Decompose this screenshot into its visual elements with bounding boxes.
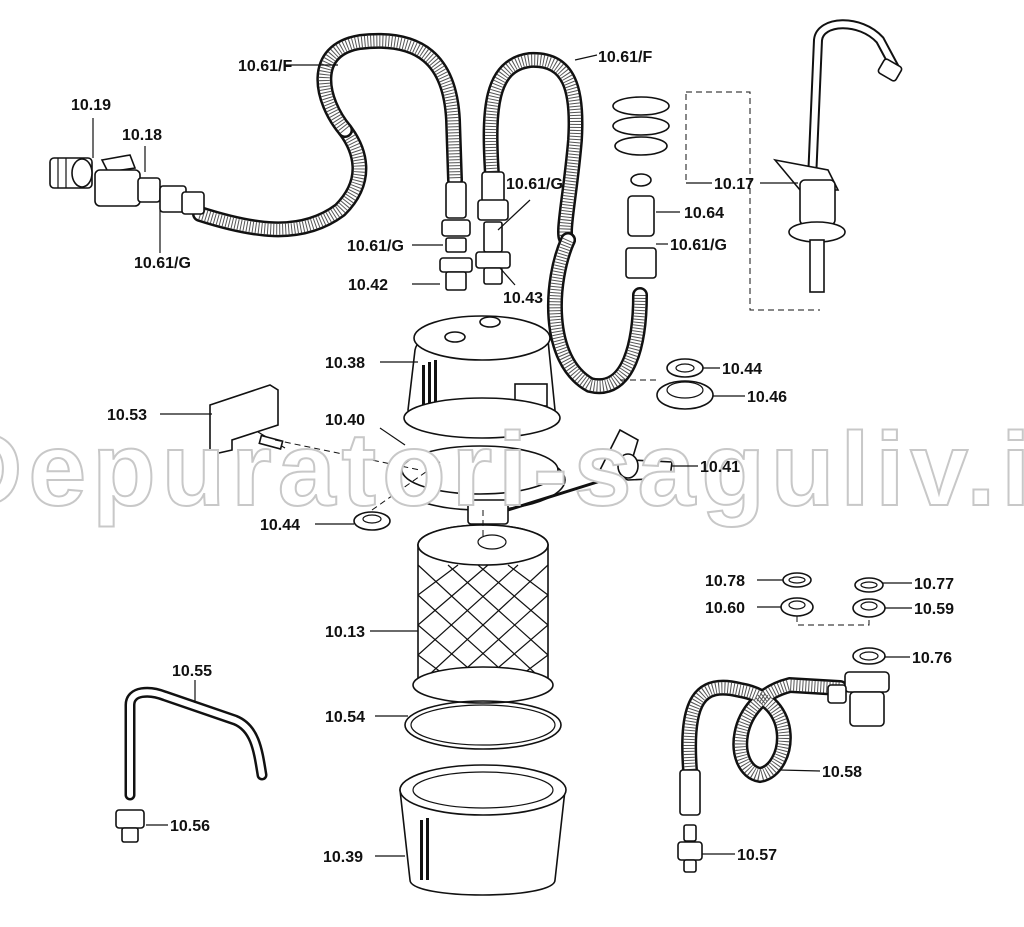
label-10-42: 10.42 xyxy=(348,277,388,294)
label-10-61-f-left: 10.61/F xyxy=(238,58,292,75)
label-10-61-g-inlet: 10.61/G xyxy=(134,255,191,272)
filter-cartridge-10-13 xyxy=(412,524,554,704)
label-10-59: 10.59 xyxy=(914,601,954,618)
label-10-58: 10.58 xyxy=(822,764,862,781)
label-10-13: 10.13 xyxy=(325,624,365,641)
valve-body-10-18 xyxy=(94,169,205,215)
washer-10-59 xyxy=(852,598,886,618)
washer-10-44-left xyxy=(353,511,391,531)
label-10-78: 10.78 xyxy=(705,573,745,590)
label-10-39: 10.39 xyxy=(323,849,363,866)
faucet-washers-stack xyxy=(612,96,670,279)
hose-drain xyxy=(681,676,848,784)
label-10-43: 10.43 xyxy=(503,290,543,307)
label-10-40: 10.40 xyxy=(325,412,365,429)
hose-left-inlet xyxy=(192,122,368,238)
drain-saddle xyxy=(827,671,890,727)
label-10-18: 10.18 xyxy=(122,127,162,144)
inlet-valve-10-19 xyxy=(49,154,137,189)
label-10-76: 10.76 xyxy=(912,650,952,667)
label-10-17: 10.17 xyxy=(714,176,754,193)
label-10-60: 10.60 xyxy=(705,600,745,617)
label-10-54: 10.54 xyxy=(325,709,365,726)
filter-bowl-10-39 xyxy=(399,764,567,896)
fitting-10-56 xyxy=(115,809,145,843)
label-10-38: 10.38 xyxy=(325,355,365,372)
label-10-53: 10.53 xyxy=(107,407,147,424)
label-10-64: 10.64 xyxy=(684,205,724,222)
wall-bracket-10-53 xyxy=(209,384,286,457)
label-10-61-g-top: 10.61/G xyxy=(506,176,563,193)
knob-10-41 xyxy=(598,428,673,481)
spout-10-55 xyxy=(124,686,268,801)
label-10-77: 10.77 xyxy=(914,576,954,593)
washer-10-78 xyxy=(782,572,812,588)
hose-middle-loop xyxy=(482,51,584,248)
o-ring-10-54 xyxy=(404,700,562,750)
label-10-19: 10.19 xyxy=(71,97,111,114)
hose-right-outlet xyxy=(546,232,648,395)
label-10-61-f-right: 10.61/F xyxy=(598,49,652,66)
washer-10-60 xyxy=(780,597,814,617)
watermark-text: Depuratori-saguliv.it xyxy=(0,412,1024,528)
label-10-44-right: 10.44 xyxy=(722,361,762,378)
leader-lines xyxy=(92,54,912,857)
filter-head-10-38 xyxy=(403,315,561,439)
ring-10-46 xyxy=(656,380,714,410)
label-10-61-g-right: 10.61/G xyxy=(670,237,727,254)
label-10-41: 10.41 xyxy=(700,459,740,476)
label-10-55: 10.55 xyxy=(172,663,212,680)
clamp-ring-10-40 xyxy=(394,445,611,525)
washer-10-77 xyxy=(854,577,884,593)
label-10-44-left: 10.44 xyxy=(260,517,300,534)
fitting-left-10-42 xyxy=(439,181,473,291)
label-10-46: 10.46 xyxy=(747,389,787,406)
fitting-middle-10-43 xyxy=(475,171,511,285)
faucet-10-17 xyxy=(772,19,903,293)
washer-10-44-right xyxy=(666,358,704,378)
label-10-56: 10.56 xyxy=(170,818,210,835)
fitting-10-57 xyxy=(677,769,703,873)
hose-left-loop xyxy=(316,32,463,188)
label-10-61-g-left: 10.61/G xyxy=(347,238,404,255)
washer-10-76 xyxy=(852,647,886,665)
label-10-57: 10.57 xyxy=(737,847,777,864)
